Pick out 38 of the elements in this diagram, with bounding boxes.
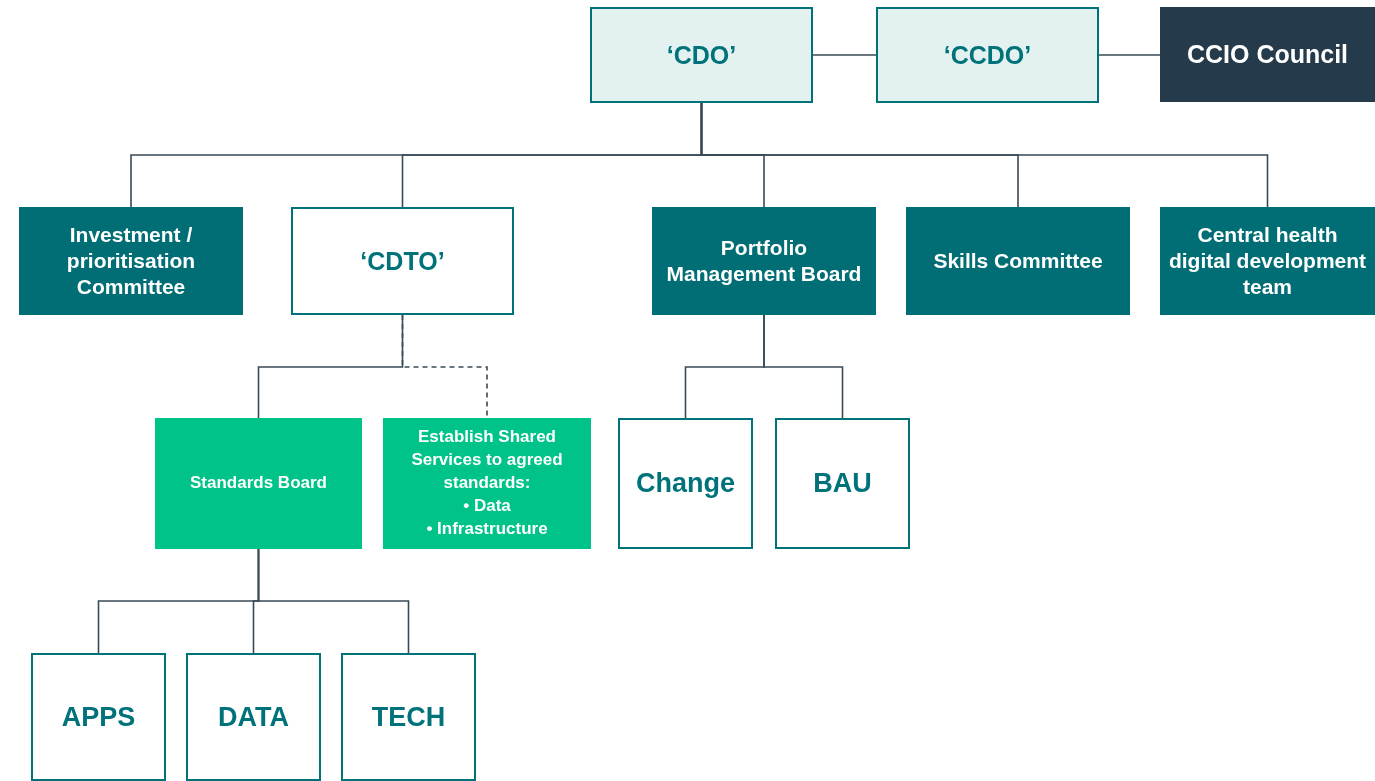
box-label: BAU: [813, 468, 872, 499]
box-label: APPS: [61, 701, 136, 733]
title-box: [291, 207, 514, 315]
connector-line: [1098, 54, 1161, 56]
team-box: [1160, 207, 1375, 315]
committee-box: [906, 207, 1130, 315]
connector-line: [257, 548, 410, 654]
connector-line: [812, 54, 877, 56]
box-label: TECH: [371, 701, 446, 733]
box-label: DATA: [218, 701, 289, 733]
title-box: [876, 7, 1099, 103]
area-box: [31, 653, 166, 781]
dashed-connector: [401, 314, 488, 419]
area-box: [186, 653, 321, 781]
box-label: Investment / prioritisation Committee: [65, 221, 197, 301]
box-text: • Data: [463, 494, 511, 517]
area-box: [341, 653, 476, 781]
committee-box: [19, 207, 243, 315]
box-label: Central health digital development team: [1167, 221, 1368, 301]
stream-box: [775, 418, 910, 549]
box-label: Skills Committee: [933, 247, 1103, 274]
title-box: [590, 7, 813, 103]
box-label: ‘CDTO’: [360, 246, 445, 276]
box-label: Standards Board: [190, 472, 327, 495]
stream-box: [618, 418, 753, 549]
connector-line: [763, 314, 844, 419]
box-label: Portfolio Management Board: [665, 234, 863, 287]
box-label: CCIO Council: [1186, 41, 1349, 68]
box-label: Change: [636, 468, 735, 499]
board-box: [155, 418, 362, 549]
box-text: • Infrastructure: [426, 517, 548, 540]
box-text: Establish Shared Services to agreed standards:: [410, 426, 564, 495]
box-label: ‘CDO’: [666, 40, 737, 70]
committee-box: [652, 207, 876, 315]
box-label: ‘CCDO’: [943, 40, 1032, 70]
service-box: [383, 418, 591, 549]
connector-line: [700, 102, 1269, 208]
council-box: [1160, 7, 1375, 102]
